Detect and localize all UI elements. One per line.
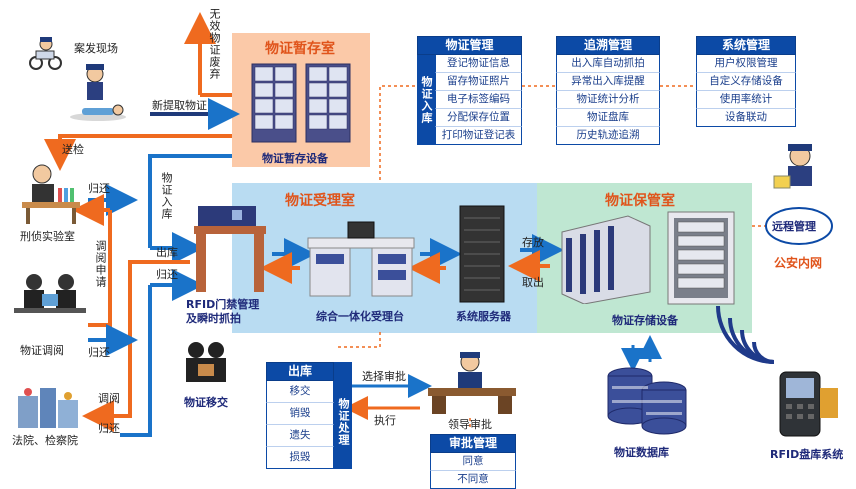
store-label: 存放 (522, 236, 544, 249)
police-motorcycle-icon (28, 35, 62, 71)
review-officers-icon (14, 272, 86, 322)
reception-desk-caption: 综合一体化受理台 (316, 310, 404, 323)
lab-scientist-icon (20, 162, 82, 226)
borrow-apply-label: 调阅申请 (94, 240, 107, 288)
outbound-panel-title: 出库 (266, 362, 334, 381)
custody-room-title: 物证保管室 (605, 193, 675, 209)
evidence-management-panel: 物证管理 物证入库 登记物证信息 留存物证照片 电子标签编码 分配保存位置 打印… (417, 36, 522, 145)
approval-management-panel: 审批管理 同意 不同意 (430, 434, 516, 489)
system-item[interactable]: 设备联动 (696, 109, 796, 127)
reception-desk-icon (306, 220, 416, 298)
database-caption: 物证数据库 (614, 446, 669, 459)
temp-storage-room-title: 物证暂存室 (265, 41, 335, 57)
system-management-panel: 系统管理 用户权限管理 自定义存储设备 使用率统计 设备联动 (696, 36, 796, 127)
database-icon (604, 364, 688, 436)
police-intranet-label: 公安内网 (774, 256, 823, 270)
leader-desk-icon (426, 350, 518, 414)
outbound-label: 出库 (156, 246, 178, 259)
outbound-item[interactable]: 遗失 (266, 425, 334, 447)
crime-scene-label: 案发现场 (74, 42, 118, 55)
rfid-handheld-scanner-icon (772, 368, 842, 440)
remote-management-cloud (764, 204, 834, 246)
evidence-item[interactable]: 留存物证照片 (435, 73, 522, 91)
server-rack-icon (456, 204, 508, 304)
lab-return-label: 归还 (88, 182, 110, 195)
transfer-caption: 物证移交 (184, 396, 228, 409)
outbound-panel: 出库 移交 销毁 遗失 损毁 物证处理 (266, 362, 352, 469)
court-borrow-label: 调阅 (98, 392, 120, 405)
storage-cabinet-icon (666, 210, 736, 306)
rfid-gate-caption: RFID门禁管理 及瞬时抓拍 (186, 298, 260, 325)
temp-storage-device-caption: 物证暂存设备 (262, 152, 328, 165)
new-extract-label: 新提取物证 (152, 99, 207, 112)
reject-option[interactable]: 不同意 (430, 471, 516, 489)
evidence-item[interactable]: 打印物证登记表 (435, 127, 522, 145)
system-item[interactable]: 用户权限管理 (696, 55, 796, 73)
remote-officer-icon (772, 142, 832, 194)
system-management-title: 系统管理 (696, 36, 796, 55)
outbound-item[interactable]: 损毁 (266, 447, 334, 469)
evidence-transfer-icon (180, 340, 232, 390)
leader-approve-label: 领导审批 (448, 418, 492, 431)
evidence-item[interactable]: 分配保存位置 (435, 109, 522, 127)
victim-figure-icon (68, 100, 128, 122)
trace-management-panel: 追溯管理 出入库自动抓拍 异常出入库提醒 物证统计分析 物证盘库 历史轨迹追溯 (556, 36, 660, 145)
court-building-icon (14, 384, 80, 430)
approval-management-title: 审批管理 (430, 434, 516, 453)
inbound-label: 物证入库 (160, 172, 173, 220)
temp-storage-locker-icon (250, 62, 352, 144)
trace-item[interactable]: 异常出入库提醒 (556, 73, 660, 91)
trace-management-title: 追溯管理 (556, 36, 660, 55)
trace-item[interactable]: 历史轨迹追溯 (556, 127, 660, 145)
court-return-label: 归还 (98, 422, 120, 435)
court-label: 法院、检察院 (12, 434, 78, 447)
evidence-item[interactable]: 电子标签编码 (435, 91, 522, 109)
select-approve-label: 选择审批 (362, 370, 406, 383)
server-caption: 系统服务器 (456, 310, 511, 323)
evidence-item[interactable]: 登记物证信息 (435, 55, 522, 73)
outbound-item[interactable]: 销毁 (266, 403, 334, 425)
discard-label: 无效物证废弃 (208, 8, 221, 80)
evidence-management-title: 物证管理 (417, 36, 522, 55)
execute-label: 执行 (374, 414, 396, 427)
evidence-inbound-side: 物证入库 (417, 55, 435, 145)
remote-management-label: 远程管理 (772, 220, 816, 233)
system-item[interactable]: 使用率统计 (696, 91, 796, 109)
review-label: 物证调阅 (20, 344, 64, 357)
send-check-label: 送检 (62, 143, 84, 156)
review-return-label: 归还 (88, 346, 110, 359)
storage-device-caption: 物证存储设备 (612, 314, 678, 327)
gate-return-label: 归还 (156, 268, 178, 281)
wireless-signal-icon (716, 296, 776, 364)
rfid-gate-icon (192, 200, 268, 292)
evidence-processing-side: 物证处理 (334, 362, 352, 469)
system-item[interactable]: 自定义存储设备 (696, 73, 796, 91)
trace-item[interactable]: 物证统计分析 (556, 91, 660, 109)
outbound-item[interactable]: 移交 (266, 381, 334, 403)
trace-item[interactable]: 出入库自动抓拍 (556, 55, 660, 73)
trace-item[interactable]: 物证盘库 (556, 109, 660, 127)
approve-option[interactable]: 同意 (430, 453, 516, 471)
rfid-scanner-caption: RFID盘库系统 (770, 448, 844, 461)
lab-label: 刑侦实验室 (20, 230, 75, 243)
retrieve-label: 取出 (522, 276, 544, 289)
police-officer-icon (78, 62, 112, 102)
mobile-shelving-icon (558, 212, 654, 305)
reception-room-title: 物证受理室 (285, 193, 355, 209)
